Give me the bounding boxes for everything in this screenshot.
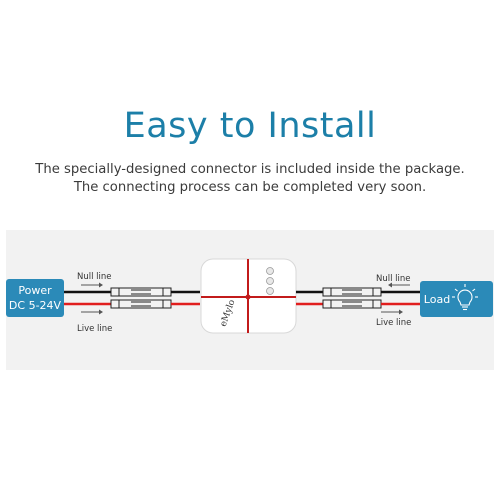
subtitle-line-1: The specially-designed connector is incl… [35, 162, 465, 177]
left-wires [64, 290, 111, 306]
load-box: Load [420, 281, 493, 317]
right-connector [322, 287, 382, 309]
left-null-line-label: Null line [77, 272, 112, 282]
right-live-line-label: Live line [376, 318, 411, 328]
right-arrows [381, 282, 410, 315]
indicator-leds [266, 267, 274, 295]
subtitle-line-2: The connecting process can be completed … [73, 180, 427, 195]
left-connector [110, 287, 172, 309]
left-arrows [81, 282, 103, 315]
right-wires [381, 290, 420, 306]
right-null-line-label: Null line [376, 274, 411, 284]
load-box-label: Load [424, 293, 450, 306]
left-device-wires [171, 290, 200, 306]
power-box-line1: Power [18, 284, 52, 297]
bulb-icon [452, 284, 478, 311]
controller-device: eMylo [200, 258, 297, 334]
left-live-line-label: Live line [77, 324, 112, 334]
page-title: Easy to Install [123, 106, 377, 146]
right-device-wires [296, 290, 323, 306]
power-box-line2: DC 5-24V [9, 299, 62, 312]
power-box: Power DC 5-24V [6, 279, 64, 317]
